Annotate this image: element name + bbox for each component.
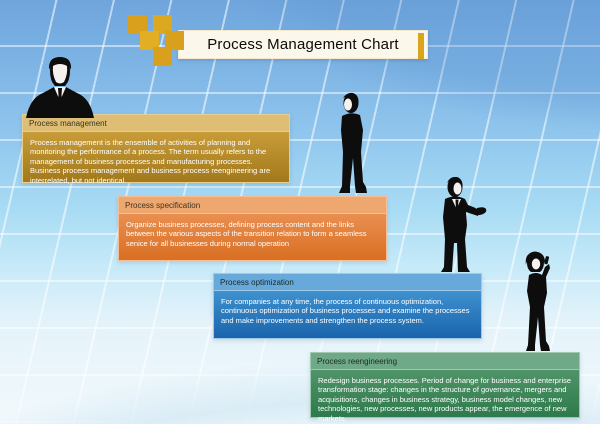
process-box-title: Process specification: [125, 200, 201, 210]
process-box-body: For companies at any time, the process o…: [214, 291, 481, 338]
process-box-specification: Process specification Organize business …: [118, 196, 387, 261]
process-box-title: Process reengineering: [317, 356, 398, 366]
process-box-text: Redesign business processes. Period of c…: [318, 376, 572, 423]
process-box-text: Process management is the ensemble of ac…: [30, 138, 271, 185]
businessman-bust-figure: [26, 57, 94, 118]
chart-title-bar: Process Management Chart: [178, 30, 428, 59]
process-box-body: Organize business processes, defining pr…: [119, 214, 386, 260]
process-box-management: Process management Process management is…: [22, 114, 290, 185]
process-box-reengineering: Process reengineering Redesign business …: [310, 352, 580, 423]
process-box-optimization: Process optimization For companies at an…: [213, 273, 482, 339]
standing-businessman-figure: [339, 92, 367, 193]
process-box-text: For companies at any time, the process o…: [221, 297, 470, 325]
process-box-body: Process management is the ensemble of ac…: [23, 132, 289, 185]
chart-title: Process Management Chart: [207, 36, 399, 53]
process-box-title: Process management: [29, 118, 107, 128]
title-accent-bar: [418, 33, 424, 59]
process-box-header: Process reengineering: [311, 353, 579, 370]
gold-square: [153, 47, 172, 66]
process-box-header: Process specification: [119, 197, 386, 214]
process-box-header: Process optimization: [214, 274, 481, 291]
process-box-body: Redesign business processes. Period of c…: [311, 370, 579, 423]
businesswoman-with-phone-figure: [525, 251, 550, 351]
process-box-title: Process optimization: [220, 277, 294, 287]
gesturing-businessman-figure: [441, 177, 487, 272]
process-box-text: Organize business processes, defining pr…: [126, 220, 367, 248]
